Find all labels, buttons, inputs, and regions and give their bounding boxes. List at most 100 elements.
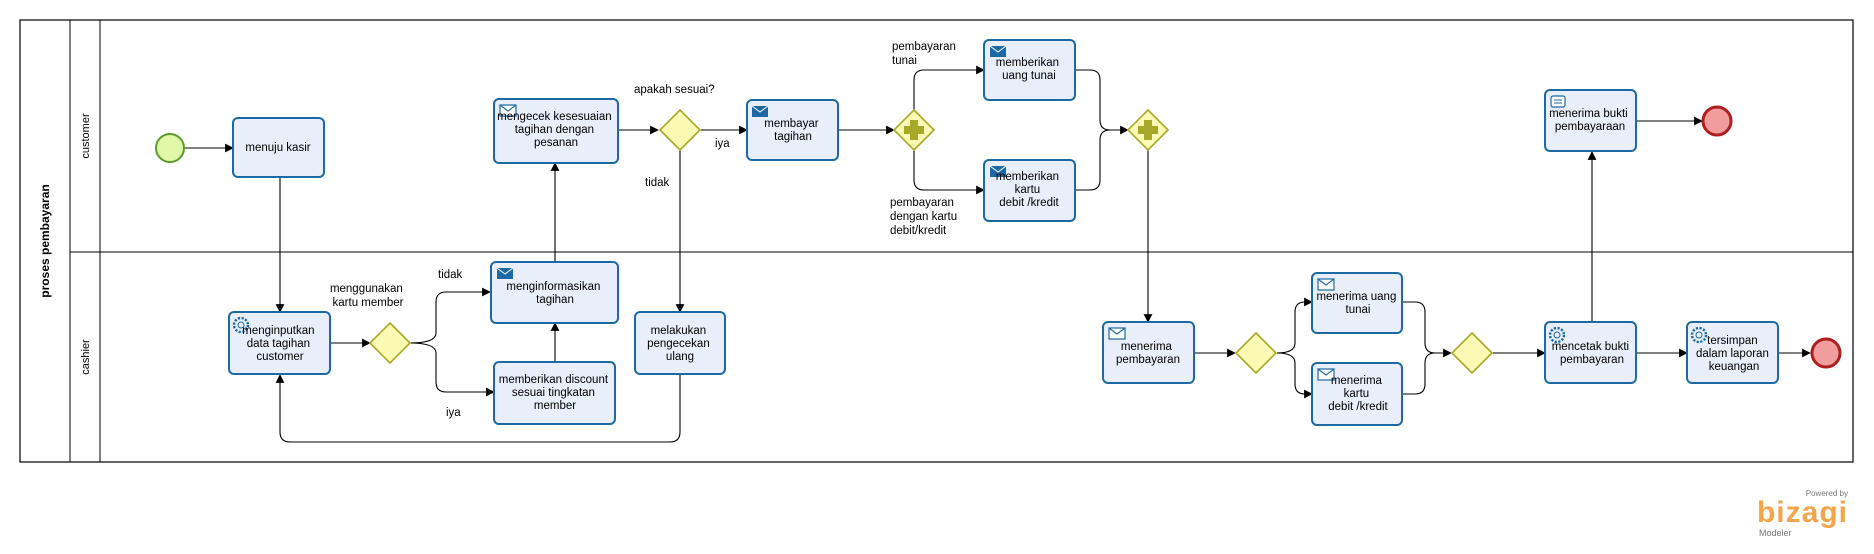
document-icon xyxy=(1550,95,1566,108)
tasks xyxy=(228,39,1779,426)
task-text: debit /kredit xyxy=(999,197,1059,209)
svg-text:menggunakan kartu member: menggunakan kartu member xyxy=(330,283,406,309)
gateway-member-exclusive xyxy=(368,321,412,365)
envelope-filled-icon xyxy=(751,105,769,117)
task-text: tagihan xyxy=(774,131,812,143)
pool-label: proses pembayaran xyxy=(38,184,52,297)
task-mengecek-kesesuaian[interactable] xyxy=(493,98,619,164)
task-text: keuangan xyxy=(1709,361,1760,373)
task-text: melakukan xyxy=(651,325,707,337)
task-text: mencetak bukti xyxy=(1552,341,1629,353)
task-text: pembayaran xyxy=(1116,354,1180,366)
flow-label-kartu: dengan kartu xyxy=(890,211,957,223)
task-text: tagihan dengan xyxy=(515,124,594,136)
envelope-outline-icon xyxy=(499,104,517,117)
task-text: mengecek kesesuaian xyxy=(497,111,611,123)
svg-text:melakukan pengecekan: melakukan pengecekan ulang xyxy=(647,325,713,363)
task-text: customer xyxy=(256,351,303,363)
task-text: pembayaran xyxy=(1560,354,1624,366)
task-text: menerima uang xyxy=(1316,291,1396,303)
task-text: memberikan xyxy=(996,171,1059,183)
task-text: pengecekan xyxy=(647,338,710,350)
end-event-cashier xyxy=(1810,337,1842,369)
flow-kartu-to-join xyxy=(1075,129,1111,191)
gateway-menerima-exclusive xyxy=(1234,331,1278,375)
task-text: membayar xyxy=(764,118,818,130)
task-text: menerima bukti xyxy=(1549,108,1628,120)
flow-label-iya: iya xyxy=(446,407,461,419)
task-text: tagihan xyxy=(536,294,574,306)
flow-label-iya: iya xyxy=(715,138,730,150)
task-text: pembayaraan xyxy=(1555,121,1625,133)
flow-parallel-tunai xyxy=(913,65,985,110)
task-text: member xyxy=(534,400,576,412)
task-text: debit /kredit xyxy=(1328,401,1388,413)
task-text: tunai xyxy=(1346,304,1371,316)
task-text: menginformasikan xyxy=(506,281,600,293)
brand-powered-text: Powered by xyxy=(1805,489,1848,498)
events xyxy=(155,105,1842,369)
task-text: dalam laporan xyxy=(1696,348,1769,360)
task-melakukan-pengecekan[interactable] xyxy=(634,311,726,375)
task-text: data tagihan xyxy=(247,338,310,350)
task-menginformasikan-tagihan[interactable] xyxy=(490,261,619,324)
gateway-label-member: menggunakan xyxy=(330,283,403,295)
svg-text:tersimpan dalam laporan: tersimpan dalam laporan keuangan xyxy=(1696,335,1772,373)
task-tersimpan-laporan[interactable] xyxy=(1686,321,1779,384)
plus-icon xyxy=(904,120,924,140)
task-menuju-kasir[interactable] xyxy=(232,117,325,178)
svg-text:menginputkan data tagiha: menginputkan data tagihan customer xyxy=(242,325,317,363)
svg-text:menerima bukti pembayara: menerima bukti pembayaraan xyxy=(1549,108,1631,133)
task-text: memberikan xyxy=(996,57,1059,69)
svg-text:menerima kartu deb: menerima kartu debit /kredit xyxy=(1328,375,1388,413)
envelope-filled-icon xyxy=(989,165,1007,177)
sequence-flows xyxy=(183,65,1811,443)
task-text: kartu xyxy=(1344,388,1370,400)
gear-icon xyxy=(1548,326,1566,344)
svg-text:menuju kasir: menuju kasir xyxy=(245,142,310,154)
gear-icon xyxy=(232,316,250,334)
gateway-merge-exclusive xyxy=(1450,331,1494,375)
task-memberikan-kartu[interactable] xyxy=(983,159,1076,222)
flow-label-tidak: tidak xyxy=(645,177,670,189)
svg-text:memberikan discount sesu: memberikan discount sesuai tingkatan mem… xyxy=(499,374,612,412)
start-event xyxy=(155,133,185,163)
task-text: menerima xyxy=(1331,375,1383,387)
task-menginputkan-data[interactable] xyxy=(228,311,331,375)
task-menerima-bukti[interactable] xyxy=(1544,89,1637,152)
task-membayar-tagihan[interactable] xyxy=(746,99,839,161)
svg-text:memberikan kartu d: memberikan kartu debit /kredit xyxy=(996,171,1062,209)
flow-gateway-to-tunai xyxy=(1276,297,1313,354)
envelope-filled-icon xyxy=(496,267,514,279)
svg-text:pembayaran dengan kartu: pembayaran dengan kartu debit/kredit xyxy=(890,197,960,237)
envelope-outline-icon xyxy=(1317,368,1335,381)
task-text: menuju kasir xyxy=(245,142,310,154)
envelope-filled-icon xyxy=(989,45,1007,57)
task-mencetak-bukti[interactable] xyxy=(1544,321,1637,384)
task-text: memberikan discount xyxy=(499,374,609,386)
flow-tunai-to-join xyxy=(1075,69,1129,135)
task-menerima-pembayaran[interactable] xyxy=(1102,321,1195,384)
flow-label-kartu: pembayaran xyxy=(890,197,954,209)
flow-label-kartu: debit/kredit xyxy=(890,225,947,237)
flow-gateway-to-kartu xyxy=(1276,352,1313,399)
task-text: tersimpan xyxy=(1707,335,1758,347)
task-labels: menuju kasir menginputkan data tagihan c… xyxy=(242,57,1772,413)
svg-text:menginformasikan tagihan: menginformasikan tagihan xyxy=(506,281,603,306)
lane-label-customer: customer xyxy=(80,113,92,159)
flow-tunai-to-merge xyxy=(1402,301,1452,358)
task-text: menginputkan xyxy=(242,325,314,337)
gateway-label-member: kartu member xyxy=(333,297,404,309)
gateway-label-sesuai: apakah sesuai? xyxy=(634,84,715,96)
task-memberikan-uang-tunai[interactable] xyxy=(983,39,1076,101)
svg-text:pembayaran tunai: pembayaran tunai xyxy=(892,41,959,67)
flow-gateway-tidak xyxy=(409,287,491,344)
task-memberikan-discount[interactable] xyxy=(493,361,616,425)
lane-label-cashier: cashier xyxy=(80,339,92,375)
gateway-sesuai-exclusive xyxy=(658,108,702,152)
plus-icon xyxy=(1138,120,1158,140)
parallel-markers xyxy=(904,120,1158,140)
envelope-outline-icon xyxy=(1108,327,1126,340)
flow-label-tidak: tidak xyxy=(438,269,463,281)
